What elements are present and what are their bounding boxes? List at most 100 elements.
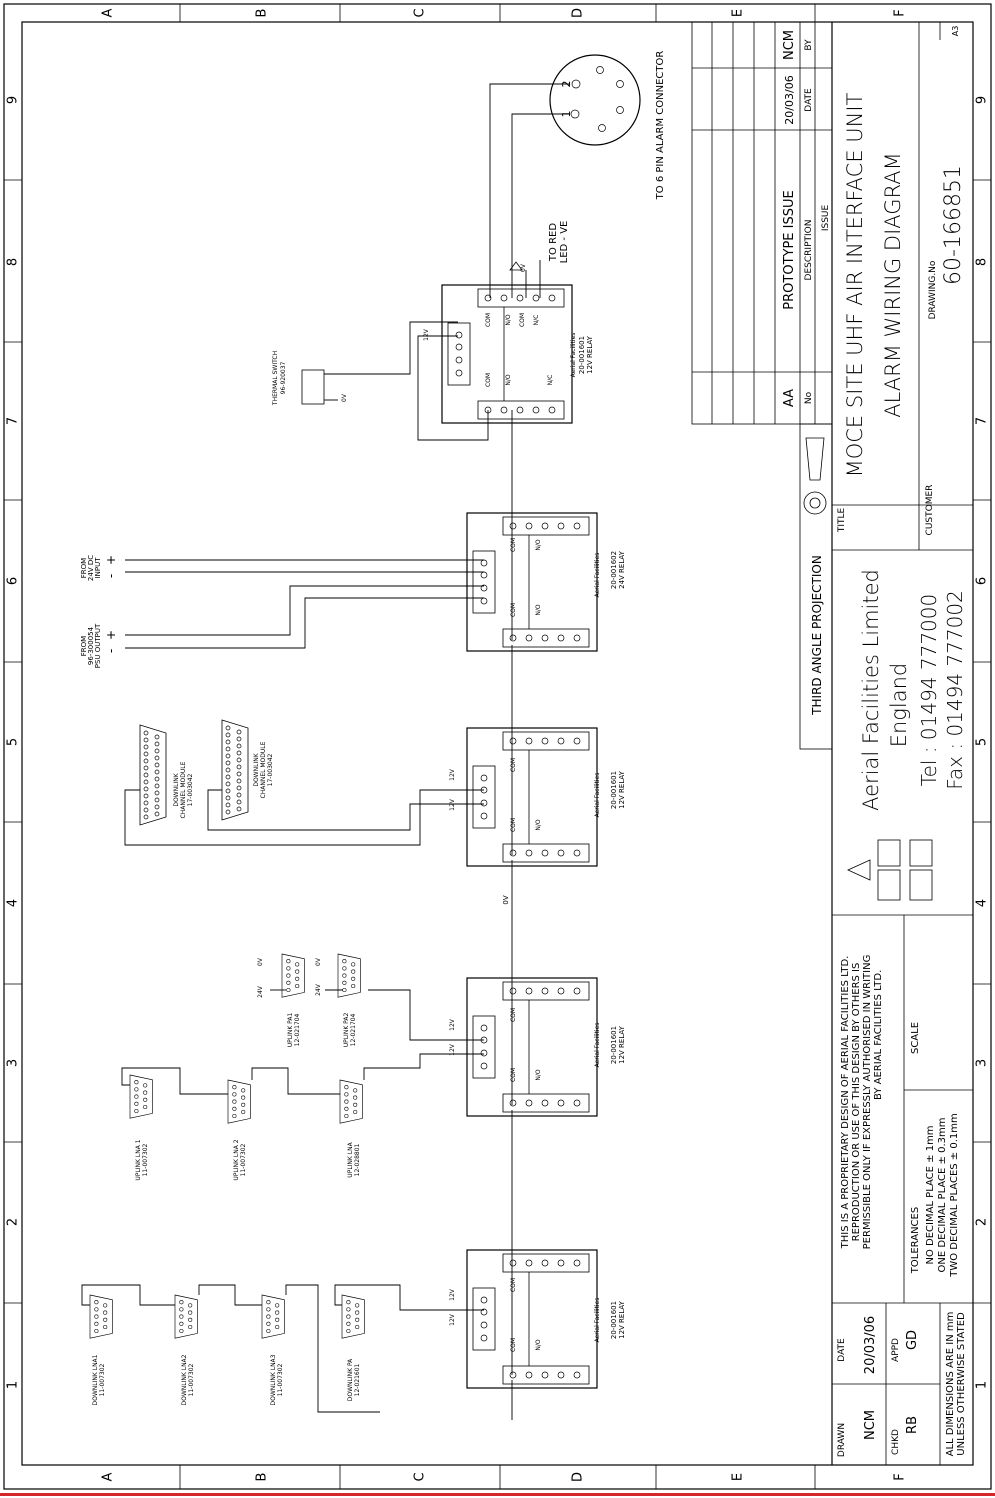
svg-text:UPLINK LNA 2: UPLINK LNA 2	[233, 1139, 240, 1180]
relay-mid-part: 20-001601	[610, 771, 618, 809]
tolerance-line-1: NO DECIMAL PLACE ± 1mm	[925, 1125, 936, 1264]
border-numbers: 9 8 7 6 5 4 3 2 1 9 8 7 6 5 4 3 2 1	[6, 96, 990, 1389]
drawing-no: 60-166851	[941, 165, 966, 285]
row-3-left: 3	[6, 1059, 21, 1067]
row-3-right: 3	[975, 1059, 990, 1067]
relay-24v-maker: Aerial Facilities	[594, 553, 601, 598]
relay-uplink-maker: Aerial Facilities	[594, 1023, 601, 1068]
relay-uplink-type: 12V RELAY	[618, 1025, 626, 1064]
svg-text:12V: 12V	[449, 1313, 456, 1326]
svg-text:COM: COM	[510, 1008, 517, 1022]
svg-text:11-007302: 11-007302	[99, 1363, 106, 1396]
col-c-top: C	[413, 8, 428, 17]
svg-text:12V: 12V	[449, 1018, 456, 1031]
svg-text:DOWNLINK PA: DOWNLINK PA	[347, 1358, 354, 1401]
svg-text:COM: COM	[510, 1068, 517, 1082]
thermal-switch-ov: 0V	[341, 393, 348, 402]
relay-uplink-part: 20-001601	[610, 1026, 618, 1064]
uplink-lna: UPLINK LNA 12-028801	[339, 1079, 363, 1178]
rev-no: AA	[782, 389, 797, 407]
relay-top-part: 20-001601	[578, 336, 586, 374]
col-a-bottom: A	[101, 1472, 116, 1481]
svg-text:COM: COM	[510, 758, 517, 772]
row-8-left: 8	[6, 258, 21, 266]
drawn-label: DRAWN	[837, 1423, 847, 1457]
alarm-connector-icon	[549, 54, 641, 146]
title-line2: ALARM WIRING DIAGRAM	[881, 152, 905, 418]
svg-text:COM: COM	[485, 373, 492, 387]
contact-labels: COM N/O N/C COM N/O COM N/C 12V 0V COM N…	[423, 263, 554, 1352]
svg-text:DOWNLINK: DOWNLINK	[173, 772, 180, 806]
svg-text:COM: COM	[510, 1278, 517, 1292]
svg-text:COM: COM	[485, 313, 492, 327]
svg-text:-: -	[104, 574, 118, 578]
svg-text:+: +	[104, 630, 118, 640]
red-led-line-2: LED - VE	[559, 221, 570, 264]
svg-text:N/O: N/O	[535, 1339, 542, 1351]
company-country: England	[887, 663, 911, 748]
relay-top-type: 12V RELAY	[586, 335, 594, 374]
drawn-value: NCM	[863, 1410, 878, 1440]
row-4-right: 4	[975, 899, 990, 907]
company-fax: Fax : 01494 777002	[943, 590, 967, 790]
scale-label: SCALE	[910, 1022, 921, 1054]
proprietary-line-3: PERMISSIBLE ONLY IF EXPRESSLY AUTHORISED…	[862, 955, 873, 1250]
relay-top-maker: Aerial Facilities	[570, 333, 577, 378]
col-f-top: F	[893, 9, 908, 16]
svg-text:11-007302: 11-007302	[277, 1363, 284, 1396]
downlink-lna2: DOWNLINK LNA2 11-007302	[174, 1294, 198, 1405]
svg-text:UPLINK LNA: UPLINK LNA	[347, 1141, 354, 1177]
svg-text:UPLINK LNA 1: UPLINK LNA 1	[135, 1139, 142, 1180]
rev-description: PROTOTYPE ISSUE	[782, 190, 797, 309]
col-d-bottom: D	[571, 1472, 586, 1482]
row-8-right: 8	[975, 258, 990, 266]
rev-description-label: DESCRIPTION	[804, 220, 814, 281]
svg-text:N/O: N/O	[535, 1069, 542, 1081]
psu-line-1: FROM	[80, 636, 88, 656]
rev-no-label: No	[804, 391, 814, 404]
row-5-right: 5	[975, 738, 990, 746]
svg-text:N/C: N/C	[547, 375, 554, 386]
dimensions-note-1: ALL DIMENSIONS ARE IN mm	[945, 1312, 956, 1457]
dimensions-note-2: UNLESS OTHERWISE STATED	[956, 1312, 967, 1456]
date-label: DATE	[837, 1338, 847, 1362]
svg-text:11-007302: 11-007302	[188, 1363, 195, 1396]
tolerances-label: TOLERANCES	[910, 1207, 921, 1274]
downlink-channel-b: DOWNLINK CHANNEL MODULE 17-003042	[221, 719, 274, 821]
appd-value: GD	[905, 1330, 920, 1350]
thermal-switch-icon	[301, 369, 325, 405]
svg-text:0V: 0V	[257, 957, 264, 966]
row-5-left: 5	[6, 738, 21, 746]
svg-text:12-021704: 12-021704	[350, 1013, 357, 1046]
svg-text:COM: COM	[519, 313, 526, 327]
wire-label-0v: 0V	[502, 895, 510, 904]
title-label: TITLE	[837, 508, 847, 534]
svg-text:11-007302: 11-007302	[240, 1143, 247, 1176]
relay-24v: 20-001602 24V RELAY Aerial Facilities	[466, 512, 626, 652]
red-led-line-1: TO RED	[548, 223, 559, 262]
svg-text:N/O: N/O	[505, 374, 512, 386]
svg-text:COM: COM	[510, 603, 517, 617]
dc-in-line-2: 24V DC	[87, 555, 95, 581]
row-1-right: 1	[975, 1381, 990, 1389]
chkd-value: RB	[905, 1416, 920, 1434]
relay-uplink: 20-001601 12V RELAY Aerial Facilities	[466, 977, 626, 1117]
dc-in-line-1: FROM	[80, 558, 88, 578]
svg-text:12V: 12V	[449, 1043, 456, 1056]
svg-text:DOWNLINK: DOWNLINK	[253, 752, 260, 786]
revision-table: AA No PROTOTYPE ISSUE DESCRIPTION 20/03/…	[691, 21, 833, 425]
col-b-bottom: B	[255, 1473, 270, 1482]
col-b-top: B	[255, 9, 270, 18]
sheet-size: A3	[951, 26, 960, 37]
svg-text:-: -	[104, 649, 118, 653]
svg-text:DOWNLINK LNA2: DOWNLINK LNA2	[181, 1354, 188, 1405]
company-name: Aerial Facilities Limited	[859, 569, 883, 811]
row-9-left: 9	[6, 96, 21, 104]
date-value: 20/03/06	[863, 1316, 878, 1374]
row-9-right: 9	[975, 96, 990, 104]
svg-text:12V: 12V	[449, 768, 456, 781]
rev-date: 20/03/06	[783, 75, 796, 124]
border-grid-marks	[4, 4, 991, 1489]
col-a-top: A	[101, 8, 116, 17]
